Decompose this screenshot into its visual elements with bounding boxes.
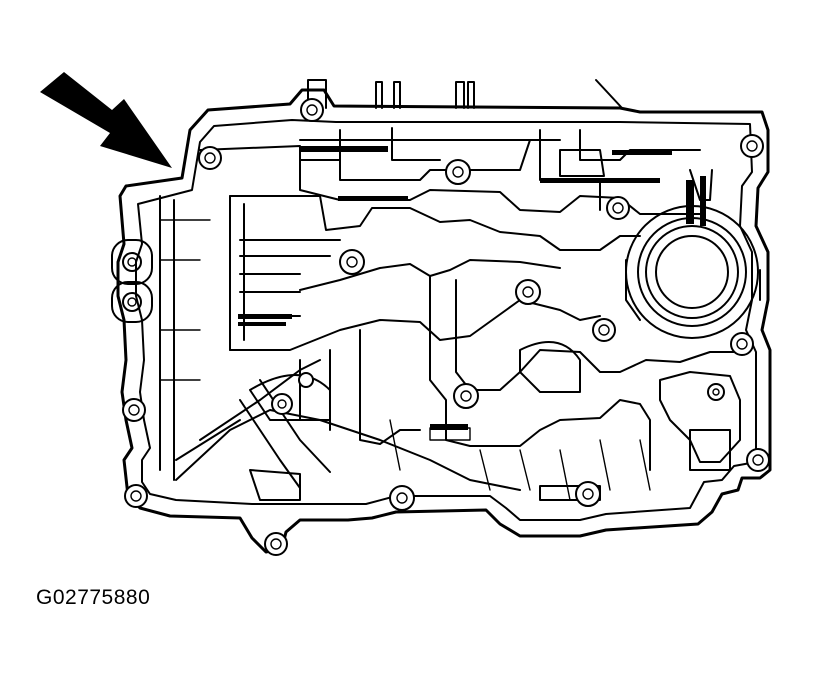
bolt-hole xyxy=(592,318,616,342)
bolt-hole xyxy=(740,134,764,158)
bolt-hole xyxy=(339,249,365,275)
bolt-hole xyxy=(453,383,479,409)
bolt-hole xyxy=(298,372,314,388)
bolt-hole xyxy=(575,481,601,507)
bolt-hole xyxy=(515,279,541,305)
upper-shafts xyxy=(307,79,623,109)
bolt-hole xyxy=(746,448,770,472)
bolt-hole xyxy=(730,332,754,356)
accumulator-port xyxy=(625,205,761,339)
bolt-hole xyxy=(264,532,288,556)
bolt-hole xyxy=(707,383,725,401)
bolt-hole xyxy=(271,393,293,415)
left-side-bosses xyxy=(111,195,211,481)
bolt-hole xyxy=(389,485,415,511)
fluid-channels xyxy=(175,127,741,501)
bolt-hole xyxy=(122,398,146,422)
bolt-hole xyxy=(198,146,222,170)
bolt-hole xyxy=(300,98,324,122)
bolt-holes xyxy=(122,98,770,556)
bolt-hole xyxy=(606,196,630,220)
arrow-icon xyxy=(40,72,172,168)
dark-channel-blocks xyxy=(238,146,706,430)
bolt-hole xyxy=(445,159,471,185)
bolt-hole xyxy=(124,484,148,508)
figure-code: G02775880 xyxy=(36,586,151,609)
